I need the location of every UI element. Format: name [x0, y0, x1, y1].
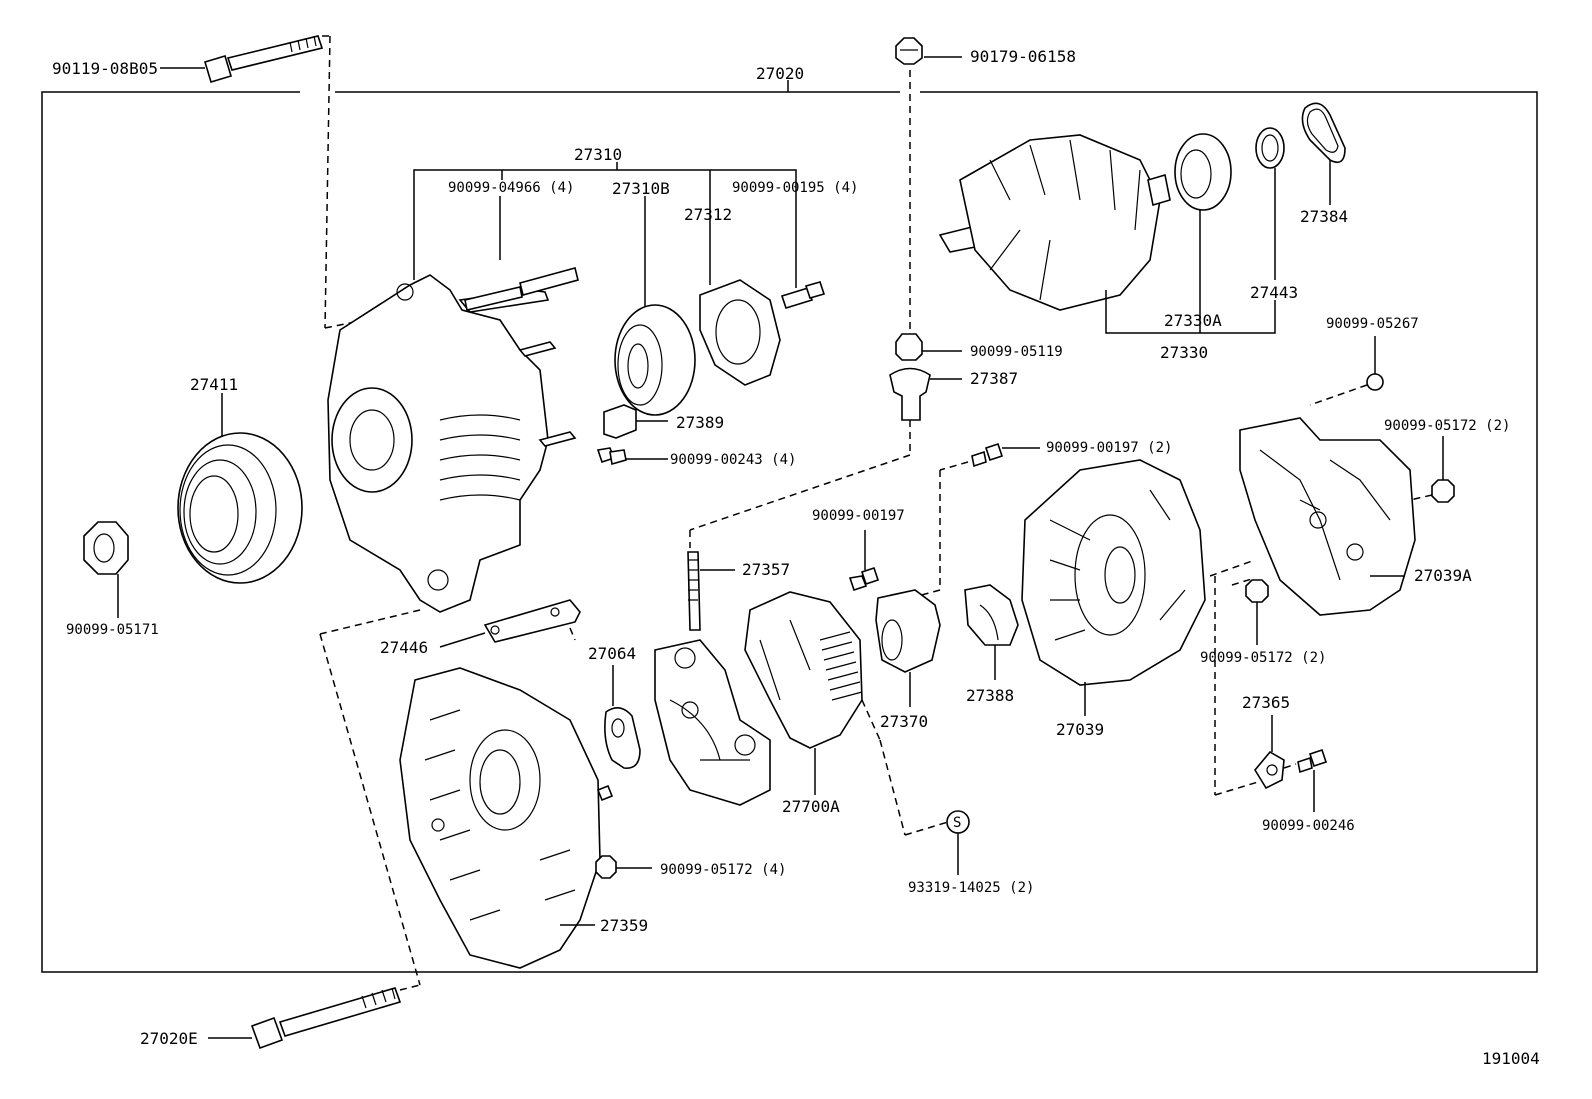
label-27387: 27387	[970, 369, 1018, 388]
label-27330: 27330	[1160, 343, 1208, 362]
pulley-27411	[177, 432, 303, 584]
label-27388: 27388	[966, 686, 1014, 705]
label-90179-06158: 90179-06158	[970, 47, 1076, 66]
label-s-marker: S	[953, 815, 961, 831]
nut-90099-05172-lower	[1245, 579, 1269, 603]
nut-90099-05172-upper	[1431, 479, 1455, 503]
nut-90099-05172-quad	[595, 855, 617, 879]
rectifier-assembly	[654, 639, 771, 806]
label-27310b: 27310B	[612, 179, 670, 198]
label-90099-04966: 90099-04966 (4)	[448, 180, 574, 196]
washer-27443	[1255, 127, 1285, 169]
screw-90099-00243	[596, 447, 627, 466]
bolt-90119-08b05	[204, 35, 324, 83]
bearing-27310b	[614, 304, 696, 416]
cover-27384	[1301, 102, 1346, 164]
label-90099-00246: 90099-00246	[1262, 818, 1355, 834]
screw-90099-00197-pair	[971, 442, 1004, 468]
label-90099-05172-lower: 90099-05172 (2)	[1200, 650, 1326, 666]
bolt-27020e	[250, 987, 402, 1050]
retainer-plate-27312	[699, 279, 781, 386]
regulator-27700a	[744, 591, 863, 749]
label-90099-00243: 90099-00243 (4)	[670, 452, 796, 468]
label-90099-05267: 90099-05267	[1326, 316, 1419, 332]
label-27443: 27443	[1250, 283, 1298, 302]
label-90099-05171: 90099-05171	[66, 622, 159, 638]
label-90099-00195: 90099-00195 (4)	[732, 180, 858, 196]
nut-90179-06158	[895, 37, 923, 65]
screw-90099-00197	[848, 566, 880, 592]
label-27020: 27020	[756, 64, 804, 83]
label-27039a: 27039A	[1414, 566, 1472, 585]
label-90119-08b05: 90119-08B05	[52, 59, 158, 78]
label-27411: 27411	[190, 375, 238, 394]
label-27389: 27389	[676, 413, 724, 432]
label-90099-00197-pair: 90099-00197 (2)	[1046, 440, 1172, 456]
label-27365: 27365	[1242, 693, 1290, 712]
label-27330a: 27330A	[1164, 311, 1222, 330]
label-27357: 27357	[742, 560, 790, 579]
screw-90099-00246	[1297, 748, 1328, 774]
screw-90099-00195	[780, 281, 826, 309]
terminal-27389	[603, 404, 637, 439]
bracket-27446	[483, 599, 581, 643]
terminal-bolt-27357	[687, 551, 701, 631]
label-93319-14025: 93319-14025 (2)	[908, 880, 1034, 896]
rotor-27330a	[938, 134, 1171, 311]
label-27310: 27310	[574, 145, 622, 164]
label-27312: 27312	[684, 205, 732, 224]
assembly-frame	[41, 80, 1538, 973]
label-27446: 27446	[380, 638, 428, 657]
rear-cover-27039a	[1239, 417, 1416, 616]
cover-27388	[964, 584, 1019, 646]
label-27700a: 27700A	[782, 797, 840, 816]
diagram-id: 191004	[1482, 1049, 1540, 1068]
bearing-27330	[1174, 133, 1232, 211]
nut-90099-05267	[1366, 373, 1384, 391]
label-90099-05119: 90099-05119	[970, 344, 1063, 360]
insulator-27064	[604, 707, 641, 769]
rear-end-frame-27039	[1021, 459, 1206, 686]
label-90099-00197: 90099-00197	[812, 508, 905, 524]
label-27359: 27359	[600, 916, 648, 935]
drive-end-frame	[327, 274, 577, 613]
rear-housing-27359	[399, 667, 601, 969]
insulator-27387	[889, 367, 931, 421]
label-27370: 27370	[880, 712, 928, 731]
label-90099-05172-upper: 90099-05172 (2)	[1384, 418, 1510, 434]
label-27039: 27039	[1056, 720, 1104, 739]
label-27064: 27064	[588, 644, 636, 663]
nut-90099-05119	[895, 333, 923, 361]
label-90099-05172-quad: 90099-05172 (4)	[660, 862, 786, 878]
label-27020e: 27020E	[140, 1029, 198, 1048]
nut-90099-05171	[83, 521, 129, 575]
drive-end-frame-group	[413, 162, 797, 310]
stud-bolt-90099-04966	[464, 267, 579, 311]
brush-holder-27370	[875, 589, 941, 673]
terminal-27365	[1254, 750, 1285, 790]
label-27384: 27384	[1300, 207, 1348, 226]
